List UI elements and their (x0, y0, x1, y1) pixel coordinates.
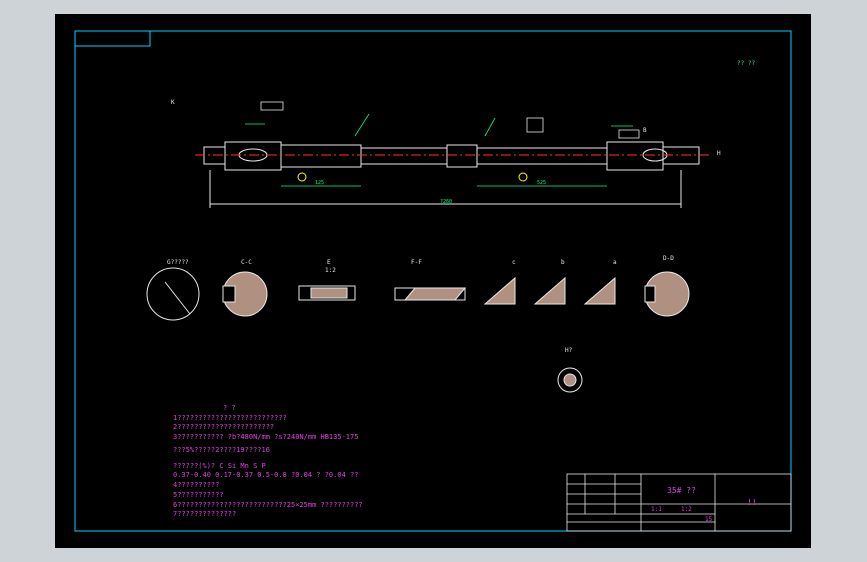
dimension-lines (245, 113, 633, 187)
section-b (533, 276, 566, 305)
title-cc: C-C (241, 259, 252, 266)
corner-mark: ?? ?? (737, 60, 756, 67)
tech-heading: ? ? (223, 404, 236, 412)
dim-total: ?260 (440, 199, 453, 205)
main-label-k: K (171, 99, 175, 106)
title-e: E (327, 259, 331, 266)
tech-line-7: 4?????????? (173, 481, 220, 489)
dim-525: 525 (537, 180, 547, 186)
tech-line-2: 2??????????????????????? (173, 423, 275, 431)
title-b: b (561, 259, 565, 266)
title-block (566, 473, 792, 532)
section-e (298, 285, 356, 301)
main-label-h: H (717, 150, 721, 157)
tech-line-4: ???5%?????2????19????16 (173, 446, 270, 454)
section-cc (222, 271, 268, 317)
drawing-canvas[interactable]: ?? ?? K B H 125 525 ?260 G????? C-C E 1:… (55, 14, 811, 548)
cad-drawing (74, 30, 792, 532)
main-label-b: B (643, 127, 647, 134)
label-boxes (260, 101, 640, 139)
tech-line-3: 3??????????? ?b?480N/mm ?s?240N/mm HB135… (173, 433, 359, 441)
title-h: H? (565, 347, 573, 354)
tech-line-8: 5??????????? (173, 491, 224, 499)
section-h (557, 367, 583, 393)
title-e-scale: 1:2 (325, 267, 336, 274)
datum-a (297, 172, 307, 182)
drawing-border (74, 30, 792, 532)
title-scale: 1:1 (651, 506, 662, 513)
section-c (483, 276, 516, 305)
tech-line-9: 6??????????????????????????25×25mm ?????… (173, 501, 363, 509)
section-ff (394, 287, 467, 301)
tech-line-1: 1?????????????????????????? (173, 414, 287, 422)
title-a: a (613, 259, 617, 266)
title-qty: 15 (705, 516, 713, 523)
title-ff: F-F (411, 259, 422, 266)
section-a (583, 276, 616, 305)
section-g (146, 267, 200, 321)
title-drawing: !! (747, 498, 757, 507)
dim-125: 125 (315, 180, 325, 186)
code-box (74, 30, 151, 47)
section-dd (644, 271, 690, 317)
title-part: 35# ?? (667, 486, 696, 495)
tech-line-10: 7?????????????? (173, 510, 237, 518)
title-c: c (512, 259, 516, 266)
tech-line-6: 0.37-0.40 0.17-0.37 0.5-0.8 ?0.04 ? ?0.0… (173, 471, 359, 479)
title-g: G????? (167, 259, 189, 266)
tech-line-5: ??????(%)? C Si Mn S P (173, 462, 266, 470)
title-sheet: 1:2 (681, 506, 692, 513)
datum-b (518, 172, 528, 182)
title-dd: D-D (663, 255, 674, 262)
